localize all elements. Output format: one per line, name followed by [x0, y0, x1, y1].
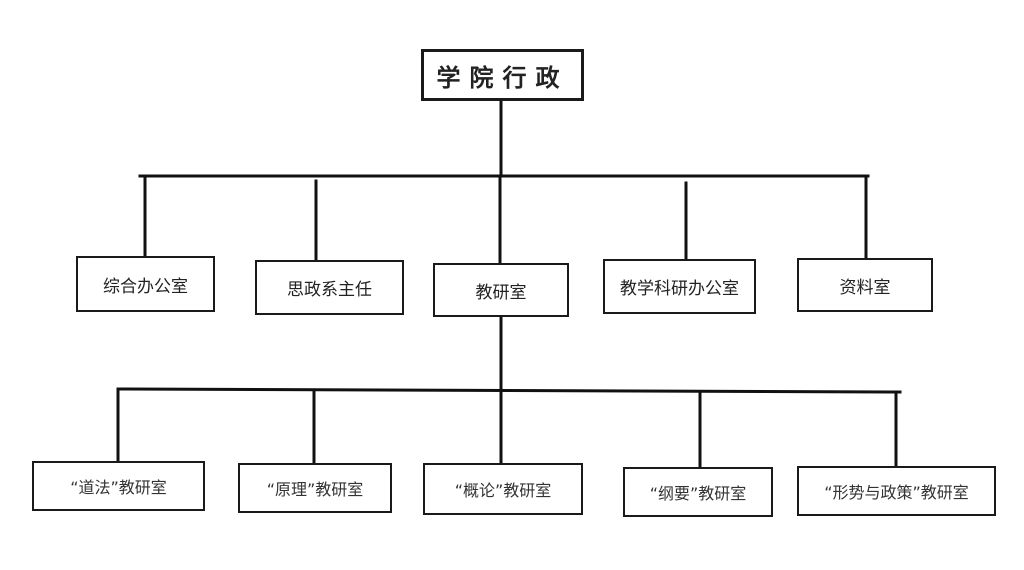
node-dept-5: 资料室	[797, 258, 933, 312]
node-dept-2: 思政系主任	[255, 260, 404, 315]
node-dept-4: 教学科研办公室	[603, 259, 756, 314]
node-office-5: “形势与政策”教研室	[797, 466, 996, 516]
node-office-4: “纲要”教研室	[623, 467, 773, 517]
node-root: 学院行政	[421, 49, 584, 101]
node-office-2: “原理”教研室	[238, 463, 392, 513]
node-office-1: “道法”教研室	[32, 461, 205, 511]
node-dept-3: 教研室	[433, 263, 569, 317]
node-dept-1: 综合办公室	[76, 256, 215, 312]
node-office-3: “概论”教研室	[423, 463, 583, 515]
level2-bus	[116, 387, 902, 394]
